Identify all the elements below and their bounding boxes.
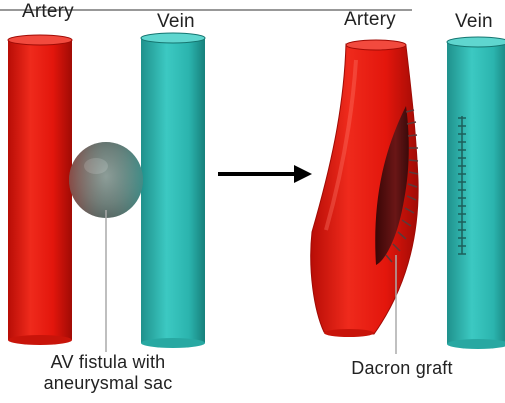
aneurysmal-sac <box>69 142 143 218</box>
right-artery-label: Artery <box>344 10 396 30</box>
left-vein-vessel <box>141 33 205 348</box>
left-vein-label: Vein <box>157 12 195 32</box>
right-vein-label: Vein <box>455 12 493 32</box>
right-vein-vessel <box>447 37 505 349</box>
caption-av-fistula-line1: AV fistula with <box>38 352 178 372</box>
caption-dacron-graft: Dacron graft <box>332 358 472 378</box>
caption-av-fistula-line2: aneurysmal sac <box>38 373 178 393</box>
right-arrow-icon <box>218 165 312 183</box>
left-artery-label: Artery <box>22 2 74 22</box>
left-artery-vessel <box>8 35 72 345</box>
